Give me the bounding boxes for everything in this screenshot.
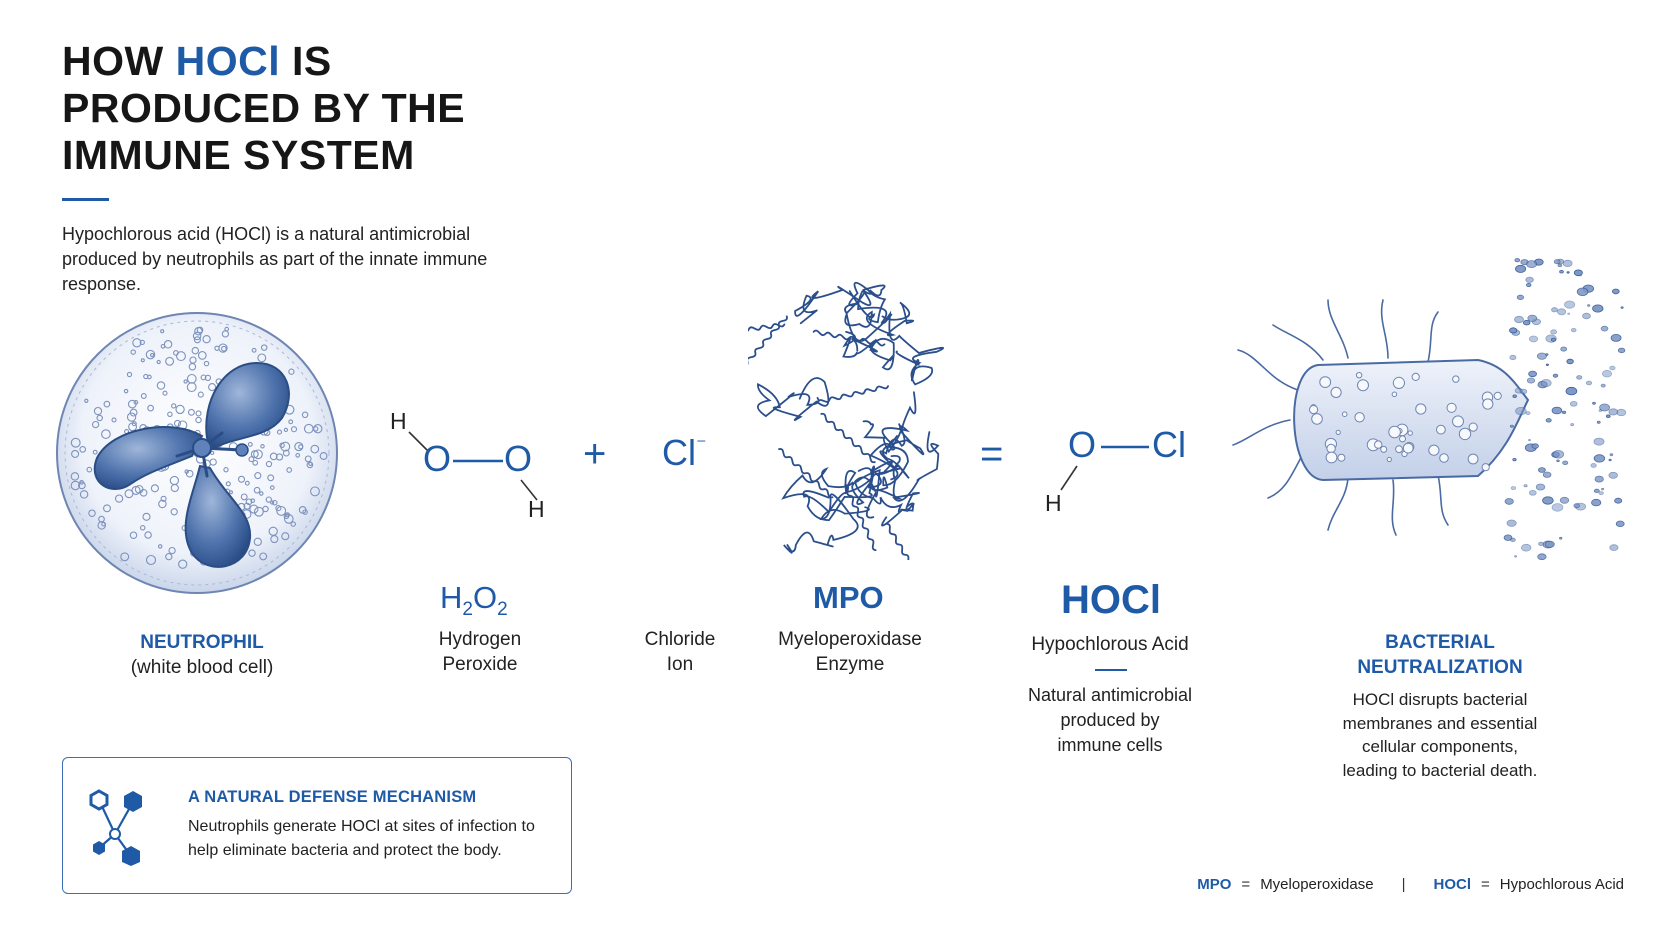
h2o2-formula: H2O2 — [440, 580, 508, 621]
hocl-abbr: HOCl — [1061, 578, 1161, 622]
abbreviation-legend: MPO=Myeloperoxidase|HOCl=Hypochlorous Ac… — [1197, 876, 1624, 893]
chloride-symbol: Cl⁻ — [662, 432, 707, 473]
hocl-divider — [1095, 669, 1127, 671]
plus-sign: + — [583, 432, 607, 476]
neutrophil-name: NEUTROPHIL — [140, 632, 264, 653]
title-divider — [62, 198, 109, 201]
hocl-description: Natural antimicrobial produced by immune… — [1027, 685, 1193, 755]
bacteria-caption: BACTERIAL NEUTRALIZATION — [1357, 632, 1523, 678]
equals-sign: = — [980, 432, 1004, 476]
bond-o-h — [1060, 465, 1078, 491]
legend-value-mpo: Myeloperoxidase — [1260, 876, 1374, 893]
h2o2-label: Hydrogen Peroxide — [438, 629, 522, 675]
neutrophil-caption: NEUTROPHIL (white blood cell) — [97, 630, 307, 680]
h2o2-structure: H O O H — [385, 400, 565, 530]
bond-o-cl — [1101, 445, 1149, 449]
neutrophil-desc: (white blood cell) — [130, 657, 274, 678]
mpo-abbr: MPO — [813, 580, 884, 615]
intro-text: Hypochlorous acid (HOCl) is a natural an… — [62, 224, 488, 294]
defense-mechanism-card: A NATURAL DEFENSE MECHANISM Neutrophils … — [62, 757, 572, 894]
atom-cl: Cl — [1152, 424, 1186, 465]
hocl-structure: O Cl H — [1035, 420, 1205, 530]
atom-h-top: H — [390, 408, 407, 434]
atom-o-left: O — [423, 438, 452, 479]
molecule-network-icon — [89, 789, 142, 866]
atom-h: H — [1045, 490, 1062, 516]
legend-value-hocl: Hypochlorous Acid — [1499, 876, 1624, 893]
atom-o-right: O — [504, 438, 533, 479]
card-title: A NATURAL DEFENSE MECHANISM — [188, 788, 477, 806]
bond-h-o — [408, 431, 430, 453]
atom-h-bottom: H — [528, 496, 545, 522]
neutrophil-illustration — [56, 312, 338, 594]
legend-key-hocl: HOCl — [1433, 876, 1472, 893]
bacteria-description: HOCl disrupts bacterial membranes and es… — [1342, 690, 1538, 780]
title-accent: HOCl — [175, 38, 281, 84]
chloride-label: Chloride Ion — [644, 629, 716, 675]
page-title: HOW HOCl IS PRODUCED BY THE IMMUNE SYSTE… — [62, 38, 466, 178]
bond-o-h — [520, 479, 538, 501]
legend-key-mpo: MPO — [1197, 876, 1232, 893]
atom-o: O — [1068, 424, 1097, 465]
hocl-name: Hypochlorous Acid — [1031, 634, 1189, 655]
bond-o-o — [453, 459, 503, 463]
mpo-protein-illustration — [748, 281, 944, 560]
card-body: Neutrophils generate HOCl at sites of in… — [188, 818, 535, 859]
mpo-label: Myeloperoxidase Enzyme — [778, 629, 922, 675]
bacterium-illustration — [1232, 258, 1627, 561]
